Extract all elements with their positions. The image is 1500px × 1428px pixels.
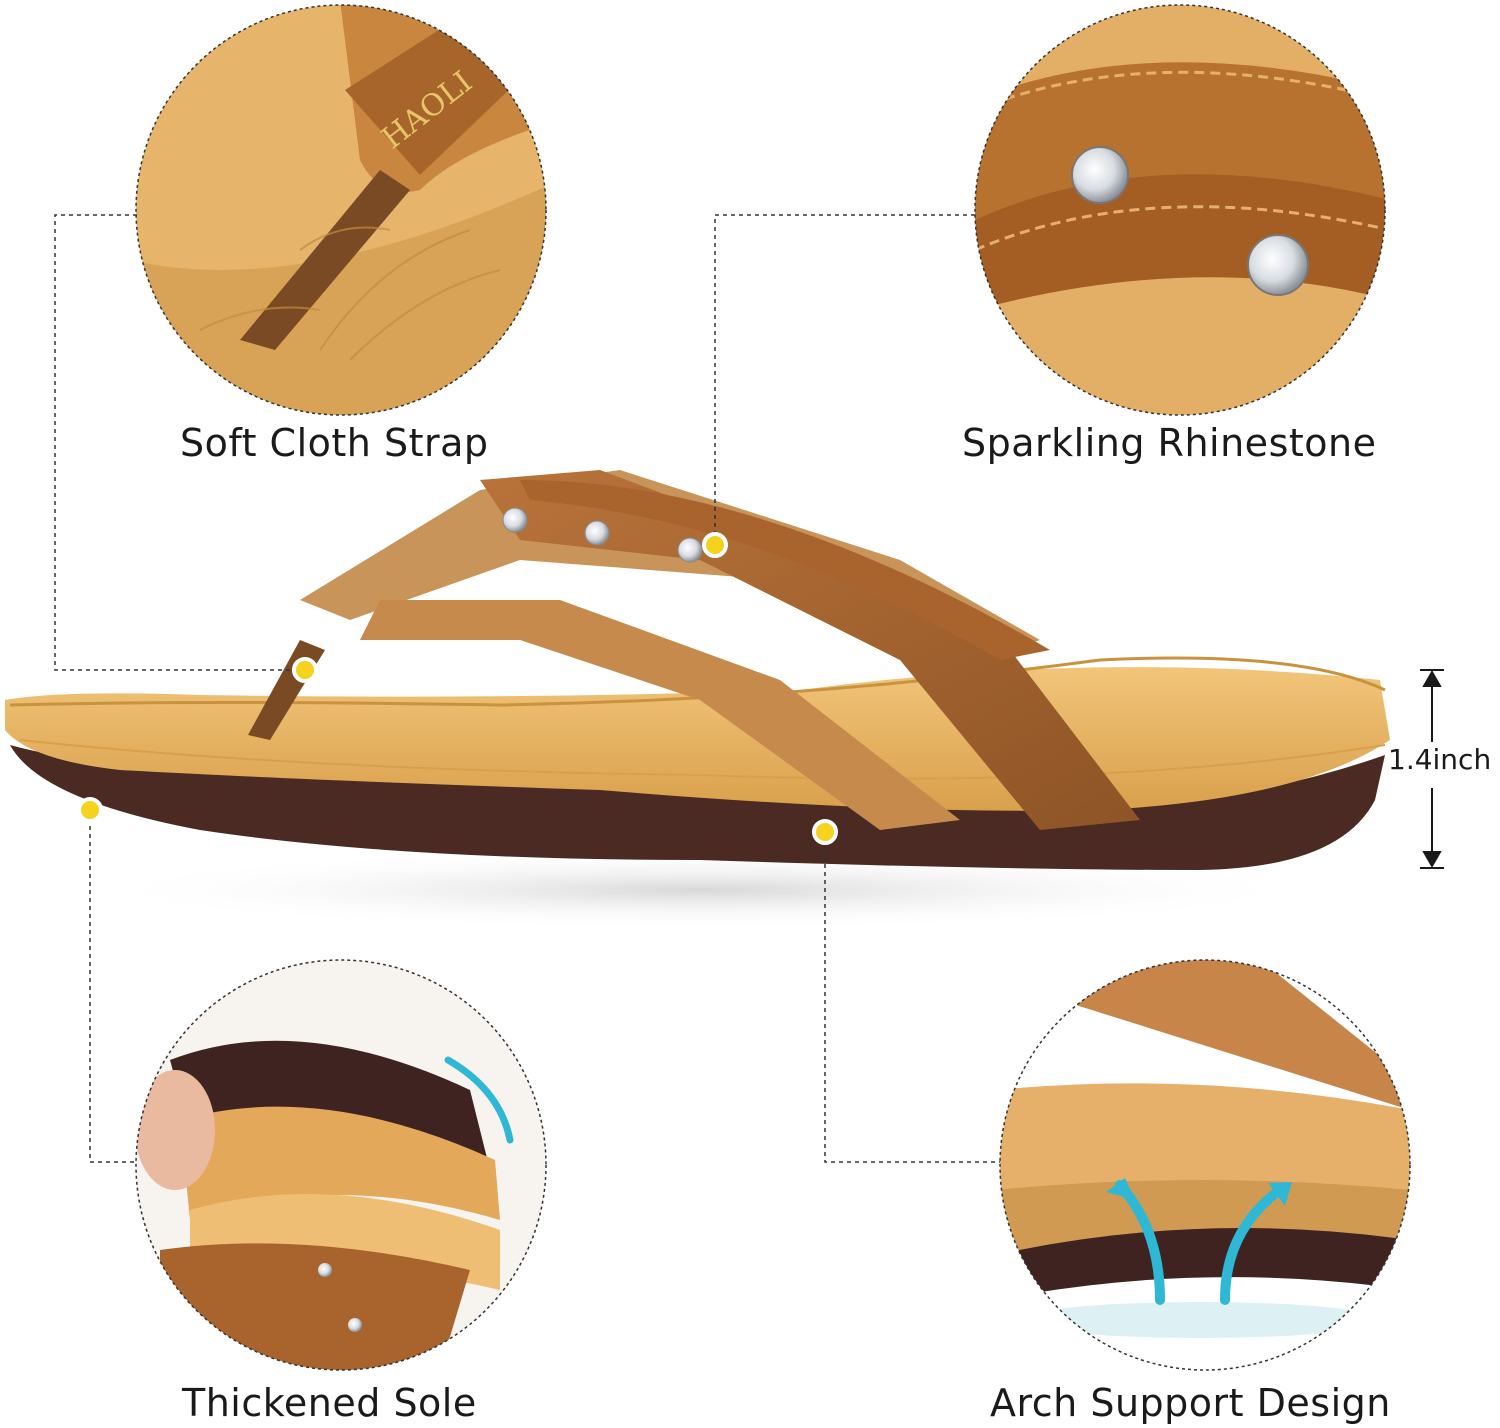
detail-circle-strap: HAOLI bbox=[136, 5, 546, 415]
detail-border-rhinestone bbox=[974, 4, 1386, 416]
detail-circle-arch bbox=[1000, 960, 1410, 1370]
marker-strap bbox=[292, 657, 318, 683]
callout-label-strap: Soft Cloth Strap bbox=[180, 421, 489, 465]
sandal-main bbox=[5, 470, 1390, 930]
marker-sole bbox=[77, 797, 103, 823]
callout-label-rhinestone: Sparkling Rhinestone bbox=[962, 421, 1377, 465]
detail-border-sole bbox=[135, 959, 547, 1371]
connector-lines bbox=[54, 214, 1000, 1163]
marker-arch bbox=[812, 819, 838, 845]
callout-markers bbox=[77, 532, 838, 845]
detail-circle-rhinestone bbox=[975, 5, 1385, 415]
height-dimension-label: 1.4inch bbox=[1388, 743, 1492, 776]
callout-label-arch: Arch Support Design bbox=[990, 1381, 1391, 1425]
marker-rhinestone bbox=[702, 532, 728, 558]
callout-label-sole: Thickened Sole bbox=[182, 1381, 477, 1425]
detail-border-strap bbox=[135, 4, 547, 416]
detail-circle-sole bbox=[136, 960, 546, 1370]
height-dimension-arrow bbox=[1420, 669, 1444, 869]
detail-border-arch bbox=[999, 959, 1411, 1371]
